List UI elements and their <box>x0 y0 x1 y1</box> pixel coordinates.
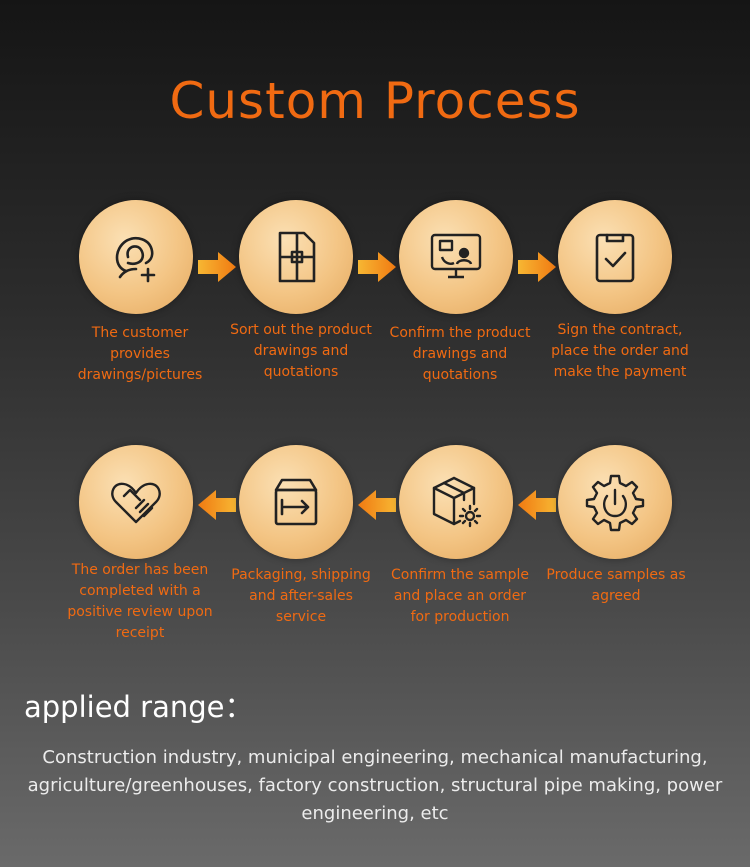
step-7-label: Packaging, shipping and after-sales serv… <box>231 567 371 625</box>
step-6-circle <box>399 445 513 559</box>
arrow-right-icon <box>198 252 236 282</box>
gear-power-icon <box>585 474 645 532</box>
step-5-circle <box>558 445 672 559</box>
arrow-left-icon <box>198 490 236 520</box>
step-3-circle <box>399 200 513 314</box>
step-8-label: The order has been completed with a posi… <box>67 562 213 641</box>
monitor-confirm-icon <box>430 233 482 279</box>
step-7-circle <box>239 445 353 559</box>
customer-add-icon <box>115 237 156 283</box>
step-8-circle <box>79 445 193 559</box>
drawing-plan-icon <box>278 231 316 283</box>
heart-handshake-icon <box>111 482 161 524</box>
applied-range-text: Construction industry, municipal enginee… <box>27 747 723 824</box>
step-5-label: Produce samples as agreed <box>546 567 686 604</box>
step-2-label: Sort out the product drawings and quotat… <box>230 322 372 380</box>
step-2-circle <box>239 200 353 314</box>
step-3-label: Confirm the product drawings and quotati… <box>389 325 531 383</box>
shipping-box-icon <box>274 478 318 526</box>
step-6-label: Confirm the sample and place an order fo… <box>391 567 529 625</box>
box-gear-icon <box>432 476 482 528</box>
arrow-right-icon <box>358 252 396 282</box>
page-title: Custom Process <box>169 72 581 130</box>
clipboard-check-icon <box>595 233 635 283</box>
step-1-circle <box>79 200 193 314</box>
applied-range-heading: applied range： <box>24 690 254 724</box>
arrow-right-icon <box>518 252 556 282</box>
step-1-label: The customer provides drawings/pictures <box>77 325 203 383</box>
arrow-left-icon <box>518 490 556 520</box>
step-4-circle <box>558 200 672 314</box>
step-4-label: Sign the contract, place the order and m… <box>551 322 689 380</box>
arrow-left-icon <box>358 490 396 520</box>
